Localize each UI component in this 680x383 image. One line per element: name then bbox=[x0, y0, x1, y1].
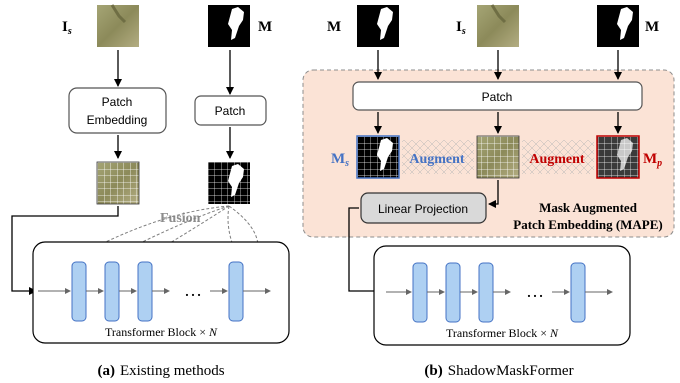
linear-projection-label: Linear Projection bbox=[378, 202, 468, 216]
caption-b: (b)ShadowMaskFormer bbox=[424, 363, 573, 379]
transformer-block bbox=[228, 261, 244, 322]
ms-grid bbox=[356, 135, 400, 179]
input-image-shadow-stroke bbox=[110, 4, 127, 24]
mask-image-right bbox=[597, 5, 639, 47]
mask-label-left: M bbox=[327, 19, 341, 35]
transformer-blocks-a: … bbox=[38, 261, 271, 322]
panel-b: M Is M Patch Ms Augment Augment bbox=[302, 4, 675, 379]
transformer-container-a bbox=[32, 241, 290, 344]
caption-a: (a)Existing methods bbox=[97, 363, 224, 379]
mp-label: Mp bbox=[643, 151, 662, 169]
input-image-label: Is bbox=[62, 19, 72, 37]
fusion-label: Fusion bbox=[160, 211, 201, 226]
arrow-linear-to-transformer bbox=[348, 207, 385, 295]
mask-image bbox=[208, 5, 250, 47]
mape-label-line2: Patch Embedding (MAPE) bbox=[513, 217, 663, 232]
linear-projection-box bbox=[360, 192, 487, 224]
augment-right-region bbox=[522, 140, 594, 174]
mape-label-line1: Mask Augmented bbox=[539, 200, 638, 215]
patch-box-b-label: Patch bbox=[482, 90, 513, 104]
patch-embedding-line2: Embedding bbox=[87, 113, 148, 127]
transformer-block bbox=[412, 262, 428, 323]
is-patched-grid bbox=[476, 135, 520, 179]
transformer-block bbox=[570, 262, 586, 323]
mask-label-right: M bbox=[645, 19, 659, 35]
transformer-block bbox=[104, 261, 120, 322]
patch-embedding-box bbox=[68, 87, 167, 134]
transformer-block bbox=[478, 262, 494, 323]
arrow-is-patches-to-linear bbox=[488, 180, 499, 208]
ellipsis-a: … bbox=[184, 280, 202, 300]
ms-label: Ms bbox=[331, 151, 349, 169]
panel-a: Is M Patch Embedding Patch Fusion bbox=[11, 4, 290, 379]
transformer-block bbox=[445, 262, 461, 323]
mask-left-hand bbox=[377, 7, 393, 40]
input-shadow-image-b bbox=[477, 5, 519, 47]
patch-box-b bbox=[352, 81, 643, 111]
mask-hand-shape bbox=[228, 7, 244, 40]
augment-left-region bbox=[402, 140, 474, 174]
mask-right-hand bbox=[617, 7, 633, 40]
input-image-label-b: Is bbox=[456, 19, 466, 37]
input-shadow-image bbox=[97, 5, 139, 47]
ellipsis-b: … bbox=[526, 281, 544, 301]
arrow-patches-to-transformer bbox=[11, 206, 119, 295]
transformer-block bbox=[137, 261, 153, 322]
patch-embedding-line1: Patch bbox=[102, 95, 133, 109]
augment-right-label: Augment bbox=[529, 152, 585, 167]
patched-image-grid bbox=[96, 161, 140, 205]
transformer-block bbox=[71, 261, 87, 322]
patched-mask-grid bbox=[208, 162, 250, 204]
patch-box-a-label: Patch bbox=[215, 104, 246, 118]
input-image-b-shadow-stroke bbox=[490, 4, 507, 24]
patch-box-a bbox=[194, 95, 267, 126]
mask-image-left bbox=[357, 5, 399, 47]
transformer-container-b bbox=[373, 245, 631, 346]
mp-grid bbox=[596, 135, 640, 179]
mask-label: M bbox=[258, 19, 272, 35]
transformer-label-b: Transformer Block × N bbox=[446, 326, 559, 340]
augment-left-label: Augment bbox=[409, 152, 465, 167]
transformer-label-a: Transformer Block × N bbox=[105, 325, 218, 339]
transformer-blocks-b: … bbox=[386, 262, 613, 323]
